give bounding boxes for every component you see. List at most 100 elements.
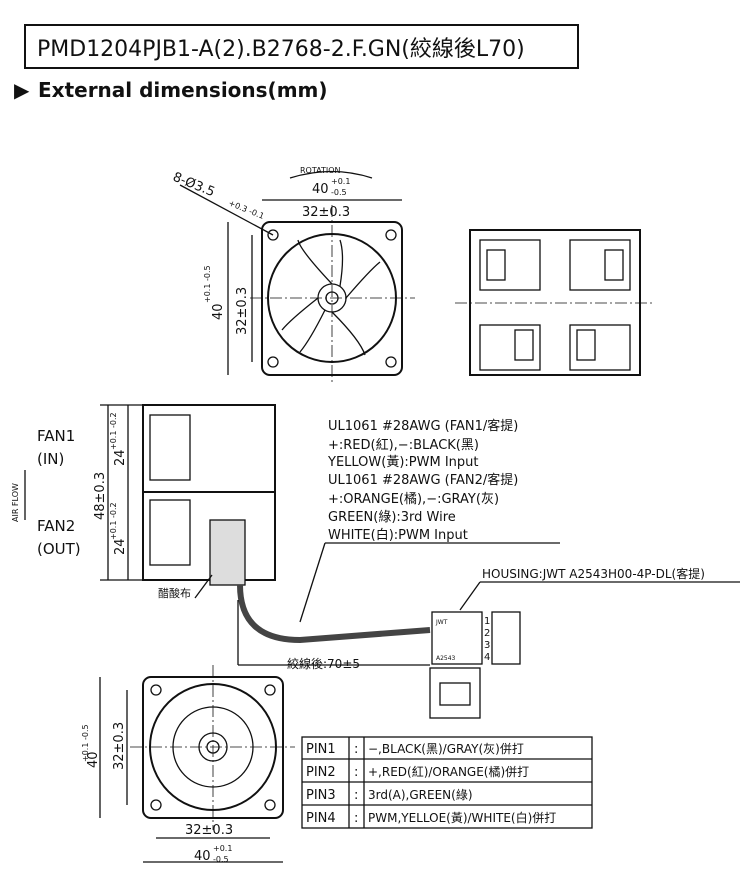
drawing-line (431, 611, 483, 665)
dimension-label: +:RED(紅),−:BLACK(黑) (328, 438, 479, 453)
drawing-line (429, 667, 481, 719)
dimension-label: JWT (435, 619, 448, 626)
dimension-label: PWM,YELLOE(黃)/WHITE(白)併打 (368, 810, 556, 825)
dimension-label: 40 (86, 751, 101, 768)
dimension-label: AIR FLOW (11, 483, 20, 522)
side-profile-view (455, 229, 655, 376)
dimension-label: (IN) (37, 450, 64, 468)
drawing-line (209, 519, 246, 586)
drawing-line (179, 184, 274, 236)
drawing-line (299, 542, 326, 623)
drawing-line (149, 414, 191, 481)
drawing-line (569, 239, 631, 291)
drawing-line (150, 799, 162, 811)
drawing-line (439, 682, 471, 706)
table-row: PIN1: −,BLACK(黑)/GRAY(灰)併打 (306, 742, 524, 757)
drawing-line (604, 249, 624, 281)
dimension-label: : (354, 811, 358, 826)
dimension-label: PIN3 (306, 788, 336, 803)
bottom-fan-view: 40 +0.1 -0.5 32±0.3 32±0.3 40 +0.1 -0.5 (81, 665, 295, 864)
drawing-line (194, 574, 213, 599)
dimension-label: +:ORANGE(橘),−:GRAY(灰) (328, 491, 499, 507)
drawing-line (385, 356, 397, 368)
dimension-label: 32±0.3 (302, 205, 350, 220)
drawing-line (514, 329, 534, 361)
table-row: PIN4: PWM,YELLOE(黃)/WHITE(白)併打 (306, 810, 556, 826)
dimension-label: +0.1 -0.2 (109, 502, 118, 540)
drawing-line (289, 170, 373, 179)
dimension-label: -0.5 (331, 188, 347, 197)
dimension-label: 40 (312, 182, 329, 197)
drawing-line (479, 239, 541, 291)
dimension-label: -0.5 (213, 855, 229, 864)
dimension-label: : (354, 788, 358, 803)
dimension-label: 1 (484, 616, 490, 627)
dimension-label: FAN1 (37, 427, 75, 445)
dimension-label: WHITE(白):PWM Input (328, 527, 468, 543)
dimension-label: UL1061 #28AWG (FAN2/客提) (328, 472, 518, 488)
dimension-label: 3 (484, 640, 490, 651)
drawing-line (469, 229, 641, 376)
dimension-label: +0.1 (213, 844, 232, 853)
dimension-label: 24 (113, 538, 128, 555)
dimension-label: +0.1 -0.5 (203, 265, 212, 303)
dimension-label: 32±0.3 (235, 287, 250, 335)
table-row: PIN2: +,RED(紅)/ORANGE(橘)併打 (306, 764, 529, 780)
dimension-label: 8-Ø3.5 (171, 170, 217, 200)
dimension-label: 40 (194, 849, 211, 864)
dimension-label: PIN4 (306, 811, 336, 826)
drawing-line (385, 229, 397, 241)
stacked-fan-side-view: FAN1 (IN) FAN2 (OUT) AIR FLOW 48±0.3 24 … (11, 404, 276, 600)
dimension-label: +0.1 -0.5 (81, 724, 90, 762)
dimension-label: ROTATION (300, 166, 341, 175)
drawing-line (479, 324, 541, 371)
drawing-line (267, 356, 279, 368)
dimension-label: UL1061 #28AWG (FAN1/客提) (328, 418, 518, 434)
dimension-label: HOUSING:JWT A2543H00-4P-DL(客提) (482, 566, 705, 581)
title-box (24, 24, 579, 69)
dimension-label: +0.3 -0.1 (227, 199, 265, 221)
dimension-label: 48±0.3 (93, 472, 108, 520)
dimension-label: 32±0.3 (185, 823, 233, 838)
drawing-line (149, 499, 191, 566)
dimension-label: 醋酸布 (158, 586, 191, 600)
dimension-label: 3rd(A),GREEN(綠) (368, 788, 473, 802)
dimension-label: (OUT) (37, 540, 81, 558)
drawing-line (264, 684, 276, 696)
pin-table: PIN1: −,BLACK(黑)/GRAY(灰)併打 PIN2: +,RED(紅)/… (301, 736, 593, 829)
dimension-label: YELLOW(黃):PWM Input (327, 455, 479, 470)
dimension-label: A2543 (436, 655, 456, 662)
dimension-label: : (354, 742, 358, 757)
dimension-label: +0.1 (331, 177, 350, 186)
drawing-line (281, 239, 381, 356)
dimension-label: PIN1 (306, 742, 336, 757)
drawing-line (150, 684, 162, 696)
section-heading: External dimensions(mm) (38, 78, 328, 102)
dimension-label: : (354, 765, 358, 780)
dimension-label: GREEN(綠):3rd Wire (328, 510, 456, 525)
heading-arrow-icon: ▶ (14, 78, 30, 102)
drawing-line (264, 799, 276, 811)
dimension-label: FAN2 (37, 517, 75, 535)
drawing-line (267, 229, 279, 241)
dimension-label: PIN2 (306, 765, 336, 780)
cable-length: 絞線後:70±5 (287, 656, 360, 671)
dimension-label: 4 (484, 652, 490, 663)
wire-notes: UL1061 #28AWG (FAN1/客提) +:RED(紅),−:BLACK… (299, 418, 740, 623)
connector: JWT A2543 1 2 3 4 (429, 611, 521, 719)
dimension-label: −,BLACK(黑)/GRAY(灰)併打 (368, 742, 524, 756)
drawing-line (569, 324, 631, 371)
drawing-line (491, 611, 521, 665)
dimension-label: 24 (113, 449, 128, 466)
title: PMD1204PJB1-A(2).B2768-2.F.GN(絞線後L70) (37, 37, 525, 62)
drawing-line (576, 329, 596, 361)
dimension-label: 32±0.3 (112, 722, 127, 770)
dimension-label: 40 (211, 303, 226, 320)
front-view: ROTATION 40 +0.1 -0.5 32±0.3 8-Ø3.5 +0.3… (171, 166, 415, 385)
twisted-cable (237, 584, 431, 644)
dimension-label: 2 (484, 628, 490, 639)
dimension-label: +,RED(紅)/ORANGE(橘)併打 (368, 764, 529, 779)
drawing-line (459, 581, 481, 611)
table-row: PIN3:3rd(A),GREEN(綠) (306, 788, 473, 803)
